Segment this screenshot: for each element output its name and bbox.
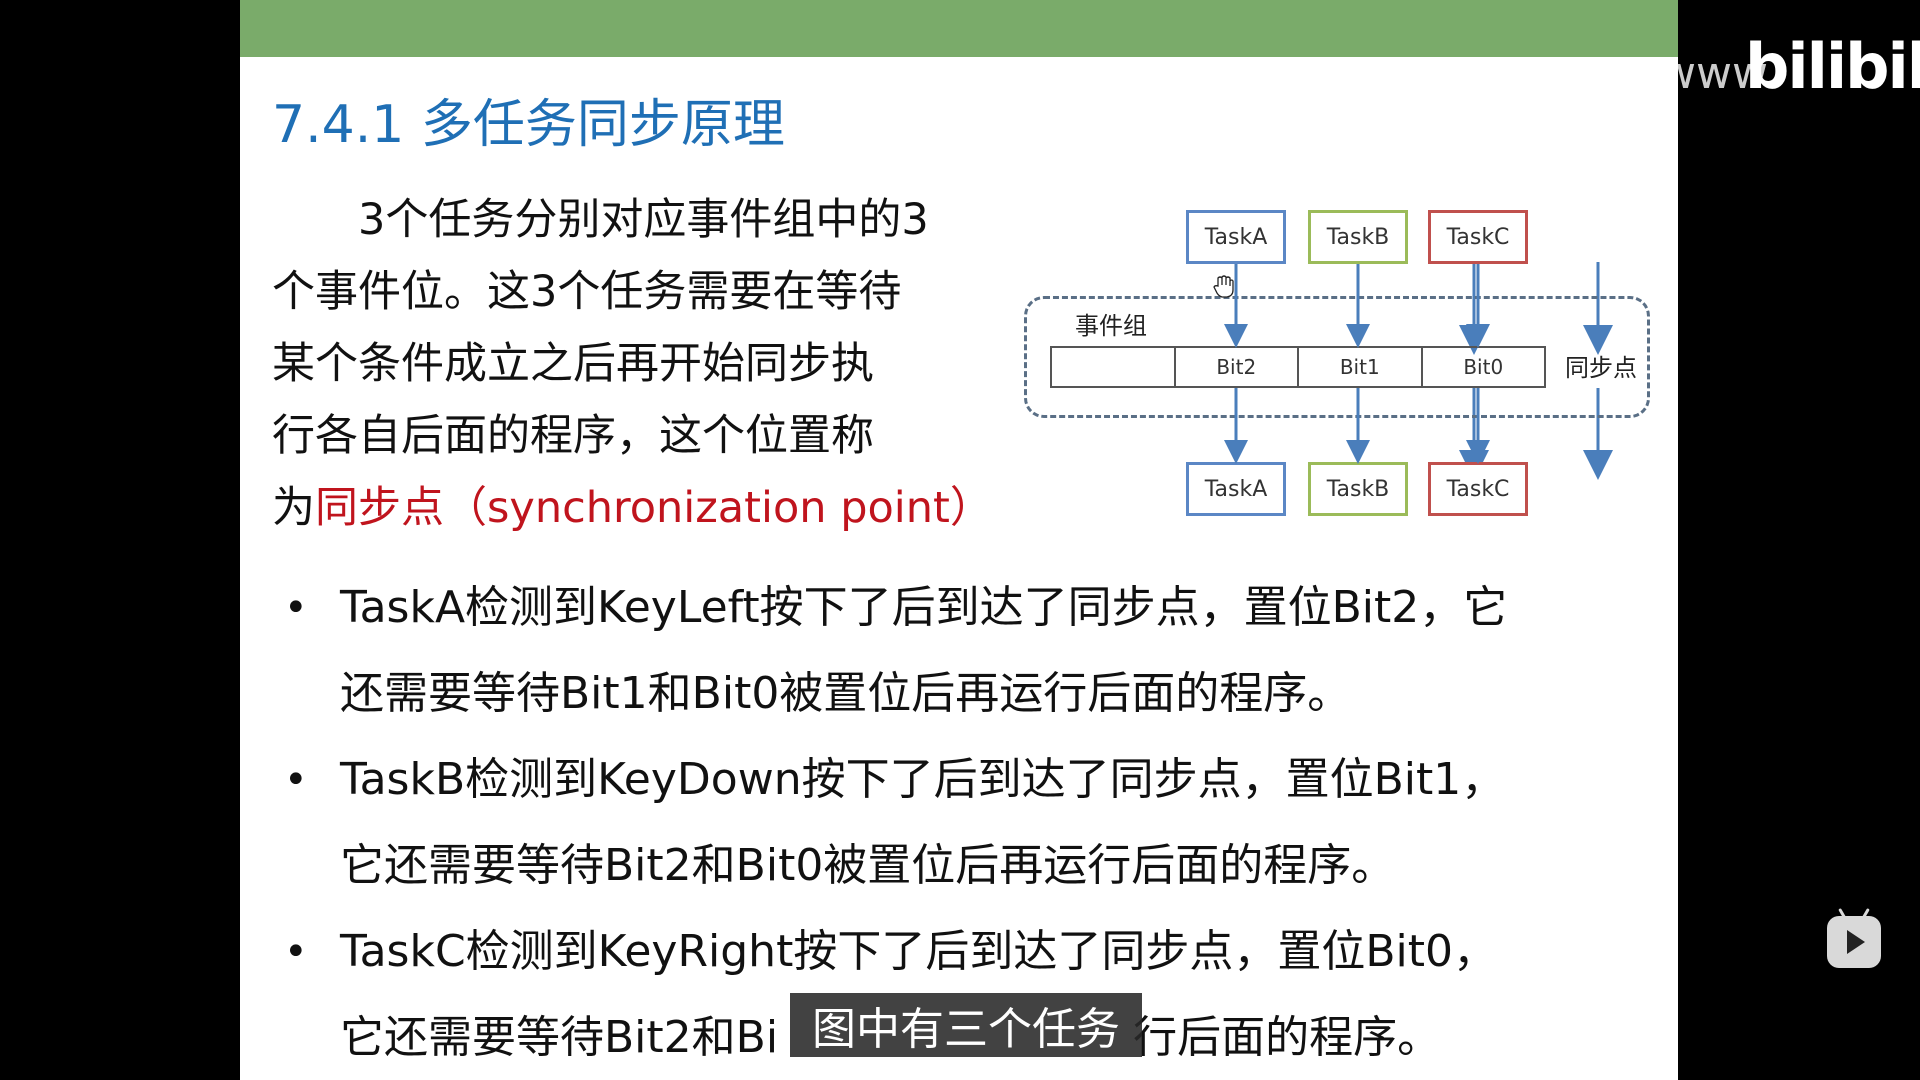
sync-point-term: 同步点（synchronization point） [315, 483, 993, 533]
video-subtitle: 图中有三个任务 [790, 993, 1142, 1057]
bullet-item-taskC: • TaskC检测到KeyRight按下了后到达了同步点，置位Bit0， 它还需… [284, 909, 1624, 1080]
bilibili-logo: bilibili [1745, 30, 1920, 103]
bullet-line-head: 它还需要等待Bit2和Bi [340, 1012, 779, 1063]
watermark-text: www [1660, 48, 1768, 99]
diagram-arrows [1459, 262, 1613, 480]
bullet-dot: • [284, 585, 308, 631]
intro-line-5-prefix: 为 [272, 483, 315, 533]
bullet-line: 还需要等待Bit1和Bit0被置位后再运行后面的程序。 [340, 668, 1352, 719]
intro-paragraph: 3个任务分别对应事件组中的3 个事件位。这3个任务需要在等待 某个条件成立之后再… [272, 184, 1032, 544]
bullet-dot: • [284, 929, 308, 975]
bullet-line: 它还需要等待Bit2和Bit0被置位后再运行后面的程序。 [340, 840, 1396, 891]
bullet-line: TaskB检测到KeyDown按下了后到达了同步点，置位Bit1， [340, 754, 1506, 805]
intro-line-1: 3个任务分别对应事件组中的3 [358, 195, 929, 245]
bullet-item-taskA: • TaskA检测到KeyLeft按下了后到达了同步点，置位Bit2，它 还需要… [284, 565, 1624, 737]
bullet-line: 它还需要等待Bit2和Bi 行后面的程序。 [340, 995, 1624, 1080]
bullet-line: TaskC检测到KeyRight按下了后到达了同步点，置位Bit0， [340, 926, 1497, 977]
intro-line-5: 为同步点（synchronization point） [272, 472, 1032, 544]
intro-line-4: 行各自后面的程序，这个位置称 [272, 411, 874, 461]
bullet-item-taskB: • TaskB检测到KeyDown按下了后到达了同步点，置位Bit1， 它还需要… [284, 737, 1624, 909]
play-icon[interactable] [1827, 916, 1881, 968]
slide-header-bar [240, 0, 1678, 57]
slide-title: 7.4.1 多任务同步原理 [272, 95, 785, 155]
bullet-line-tail: 行后面的程序。 [1133, 1012, 1442, 1063]
event-group-diagram [1020, 200, 1660, 530]
bullet-line: TaskA检测到KeyLeft按下了后到达了同步点，置位Bit2，它 [340, 582, 1508, 633]
intro-line-3: 某个条件成立之后再开始同步执 [272, 339, 874, 389]
bullet-dot: • [284, 757, 308, 803]
bullet-list: • TaskA检测到KeyLeft按下了后到达了同步点，置位Bit2，它 还需要… [284, 565, 1624, 1080]
play-triangle [1847, 930, 1865, 954]
slide: 7.4.1 多任务同步原理 3个任务分别对应事件组中的3 个事件位。这3个任务需… [240, 0, 1678, 1080]
intro-line-2: 个事件位。这3个任务需要在等待 [272, 267, 902, 317]
